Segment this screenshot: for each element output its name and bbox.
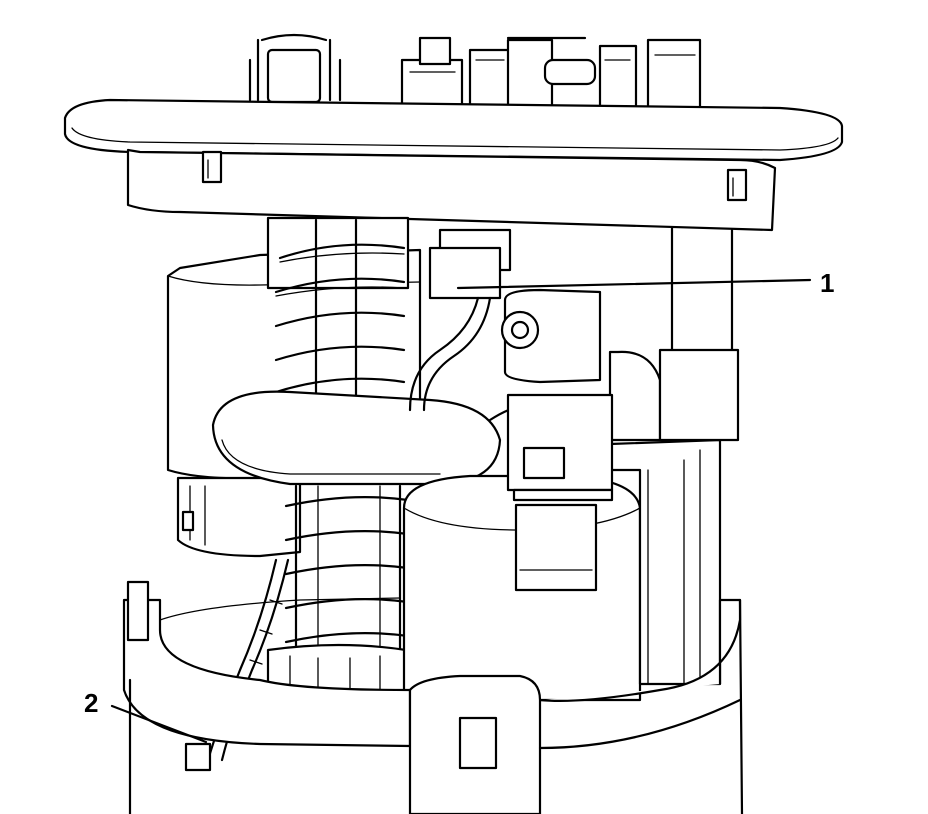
flange-top-fittings [248,33,702,114]
cover-flange [63,98,844,232]
regulator-fitting [500,288,614,592]
wiring-harness [206,228,512,762]
callout-1-label: 1 [820,268,834,298]
callout-2: 2 [84,688,208,744]
lower-spring [284,484,410,662]
callout-2-label: 2 [84,688,98,718]
curved-tube [211,390,562,486]
upper-spring [266,216,410,422]
callout-1: 1 [456,268,834,298]
guide-rod-right [670,226,734,352]
reservoir-cup [122,580,744,814]
